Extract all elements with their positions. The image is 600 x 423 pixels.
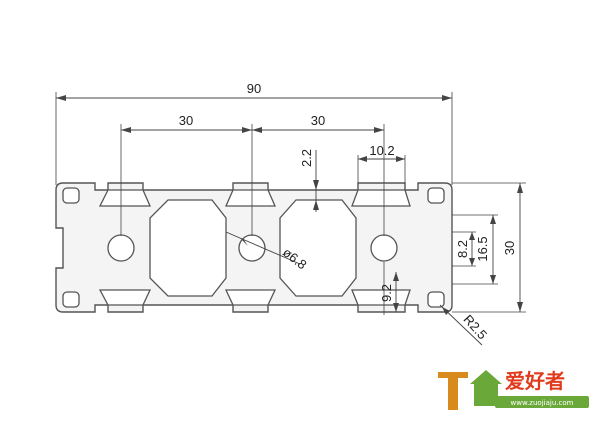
cavity-left bbox=[149, 199, 227, 297]
dim-pitch-left: 30 bbox=[179, 113, 193, 128]
slot-top-3 bbox=[351, 189, 411, 207]
dim-slot-opening: 8.2 bbox=[455, 240, 470, 258]
corner-hole-bl bbox=[62, 291, 80, 308]
slot-bot-2 bbox=[224, 289, 277, 306]
core-hole-1 bbox=[107, 234, 135, 262]
corner-hole-tr bbox=[427, 187, 445, 204]
slot-bot-1 bbox=[98, 289, 152, 306]
dim-height: 30 bbox=[502, 241, 517, 255]
logo-mark-icon bbox=[438, 372, 468, 410]
core-hole-3 bbox=[370, 234, 398, 262]
slot-bot-3 bbox=[351, 289, 411, 306]
dim-overall-width: 90 bbox=[247, 81, 261, 96]
slot-top-1 bbox=[98, 189, 151, 207]
dim-corner-radius: R2.5 bbox=[461, 312, 491, 342]
dim-pitch-right: 30 bbox=[311, 113, 325, 128]
corner-hole-tl bbox=[62, 187, 80, 204]
cavity-right bbox=[279, 199, 357, 297]
dim-groove-depth: 9.2 bbox=[379, 284, 394, 302]
watermark-brand: 爱好者 bbox=[505, 369, 565, 393]
dim-wall: 2.2 bbox=[299, 149, 314, 167]
dim-inner-height: 16.5 bbox=[475, 236, 490, 261]
dim-slot-width: 10.2 bbox=[369, 143, 394, 158]
corner-hole-br bbox=[427, 291, 445, 308]
slot-top-2 bbox=[225, 189, 276, 207]
watermark-url: www.zuojiaju.com bbox=[511, 399, 574, 407]
watermark-logo: 爱好者 www.zuojiaju.com bbox=[432, 358, 592, 416]
